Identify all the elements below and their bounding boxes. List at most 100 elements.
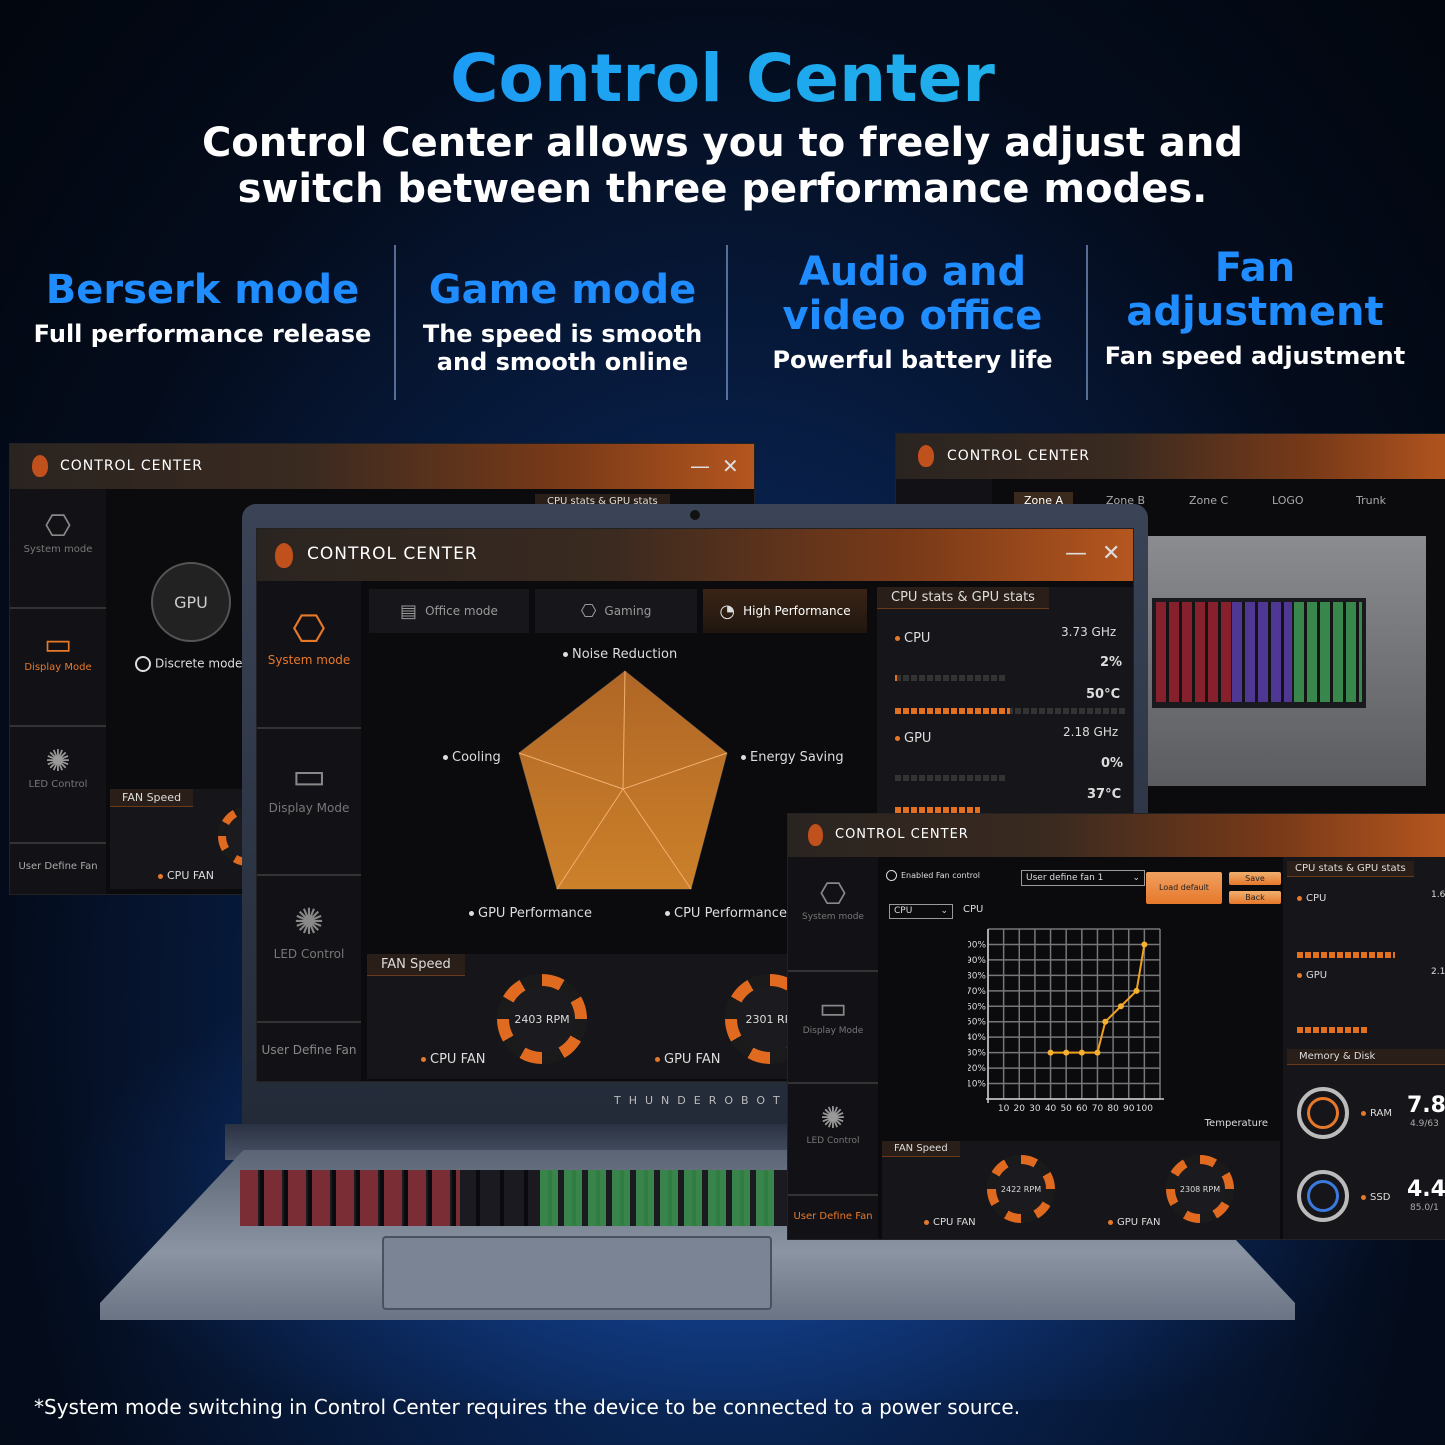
feature-heading-line: Audio and [798,249,1027,295]
sidebar-item-display-mode[interactable]: ▭ Display Mode [788,991,878,1036]
radio-icon[interactable] [886,870,897,881]
speedometer-icon: ◔ [719,600,736,622]
sidebar-divider [10,607,106,609]
stats-panel: CPU stats & GPU stats CPU 3.73 GHz 2% 50… [877,587,1133,817]
fan-curve-chart: 100%90%80%70%60%50%40%30%20%10%102030405… [968,928,1268,1129]
sidebar-item-led-control[interactable]: ✺ LED Control [788,1101,878,1146]
gpu-temperature: 37°C [1087,787,1122,802]
tab-label: Gaming [604,604,652,618]
cpu-fan-rpm: 2422 RPM [996,1164,1046,1214]
fan-speed-tag: FAN Speed [110,789,194,807]
radar-label-noise-reduction: Noise Reduction [563,647,677,662]
cpu-fan-rpm: 2403 RPM [509,986,575,1052]
tab-logo[interactable]: LOGO [1272,494,1304,507]
x-tick-label: 10 [998,1104,1010,1114]
load-default-button[interactable]: Load default [1146,872,1222,904]
feature-heading: Berserk mode [45,267,360,313]
minimize-icon[interactable]: — [690,454,710,478]
sidebar-item-system-mode[interactable]: ⎔ System mode [257,605,361,667]
fan-profile-select[interactable]: User define fan 1⌄ [1021,870,1145,886]
gpu-fan-icon: 2308 RPM [1166,1155,1234,1223]
x-tick-label: 60 [1076,1104,1088,1114]
gamepad-icon: ⎔ [819,877,847,912]
enabled-fan-control-toggle[interactable]: Enabled Fan control [886,870,980,881]
zone-b-keys [1232,602,1292,702]
sidebar-item-user-define-fan[interactable]: User Define Fan [18,861,98,872]
sidebar-item-user-define-fan[interactable]: User Define Fan [261,1043,357,1057]
tab-high-performance[interactable]: ◔High Performance [703,589,867,633]
fan-target-value: CPU [894,906,913,916]
gpu-usage-bar [895,775,1005,781]
radar-label-cooling: Cooling [443,750,501,765]
led-icon: ✺ [820,1101,846,1136]
discrete-mode-label: Discrete mode [155,656,243,671]
subtitle-line-2: switch between three performance modes. [237,166,1208,212]
radar-label-gpu-performance: GPU Performance [469,906,592,921]
window-title: CONTROL CENTER [60,458,204,474]
close-icon[interactable]: ✕ [722,454,739,478]
sidebar-item-led-control[interactable]: ✺ LED Control [10,744,106,790]
performance-radar-chart [518,670,728,890]
display-icon: ▭ [43,627,73,662]
x-tick-label: 100 [1136,1104,1153,1114]
minimize-icon[interactable]: — [1065,541,1087,566]
feature-audio-video: Audio and video office Powerful battery … [735,250,1090,374]
sidebar-item-label: Display Mode [268,801,350,815]
ssd-usage: 85.0/1 [1410,1203,1439,1213]
gpu-fan-rpm: 2308 RPM [1175,1164,1225,1214]
feature-heading-line: Fan [1214,245,1296,291]
save-button[interactable]: Save [1229,872,1281,885]
sidebar: ⎔ System mode ▭ Display Mode ✺ LED Contr… [257,581,361,1081]
fan-curve-point [1094,1049,1101,1056]
y-tick-label: 100% [968,940,986,950]
cpu-frequency: 3.73 GHz [1061,625,1117,639]
close-icon[interactable]: ✕ [1102,541,1121,566]
gpu-temp-bar-fill [895,807,980,813]
tab-gaming[interactable]: ⎔Gaming [535,589,697,633]
app-logo-icon [808,824,823,846]
tab-zone-c[interactable]: Zone C [1189,494,1229,507]
zone-a-keys [1156,602,1231,702]
sidebar-item-user-define-fan[interactable]: User Define Fan [793,1211,873,1222]
sidebar-item-display-mode[interactable]: ▭ Display Mode [257,753,361,815]
gpu-icon-label: GPU [174,592,208,612]
gpu-fan-icon: GPU [151,562,231,642]
cpu-fan-icon: 2403 RPM [497,974,587,1064]
feature-divider [726,245,728,400]
stats-title: CPU stats & GPU stats [1287,861,1414,877]
feature-heading: Game mode [428,267,697,313]
fan-profile-value: User define fan 1 [1026,873,1104,883]
radio-icon[interactable] [135,656,151,672]
discrete-mode-option[interactable]: Discrete mode [135,656,242,672]
sidebar-item-display-mode[interactable]: ▭ Display Mode [10,627,106,673]
fan-target-select[interactable]: CPU ⌄ [889,904,953,919]
fan-target-label: CPU [963,904,984,915]
sidebar-item-system-mode[interactable]: ⎔ System mode [10,509,106,555]
touchpad[interactable] [382,1236,772,1310]
cpu-usage-bar [895,675,1005,681]
back-button[interactable]: Back [1229,891,1281,904]
gpu-fan-label: GPU FAN [655,1052,720,1067]
feature-divider [394,245,396,400]
tab-trunk[interactable]: Trunk [1356,494,1386,507]
radar-label-cpu-performance: CPU Performance [665,906,787,921]
title-bar [257,529,1133,581]
y-tick-label: 70% [968,987,986,997]
tab-label: Office mode [425,604,498,618]
sidebar-item-label: Display Mode [802,1026,864,1036]
feature-desc: Full performance release [33,320,372,348]
display-icon: ▭ [291,756,326,797]
x-tick-label: 40 [1045,1104,1057,1114]
ram-usage: 4.9/63 [1410,1119,1439,1129]
office-icon: ▤ [400,600,418,622]
tab-office-mode[interactable]: ▤ Office mode [369,589,529,633]
subtitle-line-1: Control Center allows you to freely adju… [201,120,1244,166]
sidebar-item-system-mode[interactable]: ⎔ System mode [788,877,878,922]
window-title: CONTROL CENTER [947,448,1091,464]
sidebar-item-led-control[interactable]: ✺ LED Control [257,899,361,961]
gpu-usage: 0% [1101,756,1124,771]
chevron-down-icon: ⌄ [940,906,948,916]
ssd-gauge [1297,1170,1349,1222]
cpu-temperature: 50°C [1086,687,1121,702]
tab-zone-b[interactable]: Zone B [1106,494,1146,507]
